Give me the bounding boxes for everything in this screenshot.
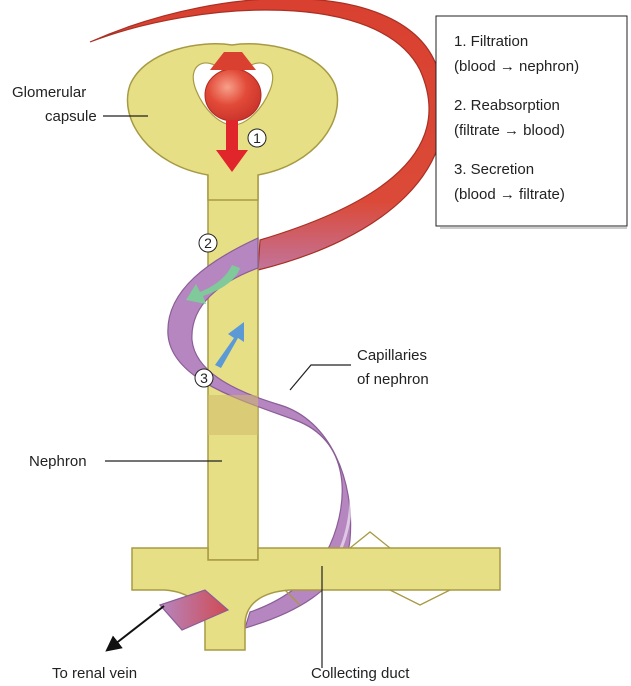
- legend-step2-name: 2. Reabsorption: [454, 97, 560, 114]
- step-marker-1: 1: [248, 129, 266, 147]
- legend-step3-detail: (blood → filtrate): [454, 186, 565, 203]
- step-marker-3: 3: [195, 369, 213, 387]
- svg-text:1: 1: [253, 130, 261, 146]
- glomerular-capsule-label-line1: Glomerular: [12, 84, 86, 101]
- renal-vein-label: To renal vein: [52, 665, 137, 682]
- capillaries-label-line1: Capillaries: [357, 347, 427, 364]
- legend-step1-detail: (blood → nephron): [454, 58, 579, 75]
- capillaries-label-line2: of nephron: [357, 371, 429, 388]
- svg-text:2: 2: [204, 235, 212, 251]
- legend-box: 1. Filtration (blood → nephron) 2. Reabs…: [436, 16, 627, 228]
- nephron-tubule: [208, 140, 258, 560]
- svg-text:3: 3: [200, 370, 208, 386]
- glomerular-capsule-label-line2: capsule: [45, 108, 97, 125]
- legend-step1-name: 1. Filtration: [454, 33, 528, 50]
- legend-step3-name: 3. Secretion: [454, 161, 534, 178]
- step-marker-2: 2: [199, 234, 217, 252]
- nephron-label: Nephron: [29, 453, 87, 470]
- collecting-duct-label: Collecting duct: [311, 665, 410, 682]
- glomerulus: [205, 69, 261, 121]
- legend-step2-detail: (filtrate → blood): [454, 122, 565, 139]
